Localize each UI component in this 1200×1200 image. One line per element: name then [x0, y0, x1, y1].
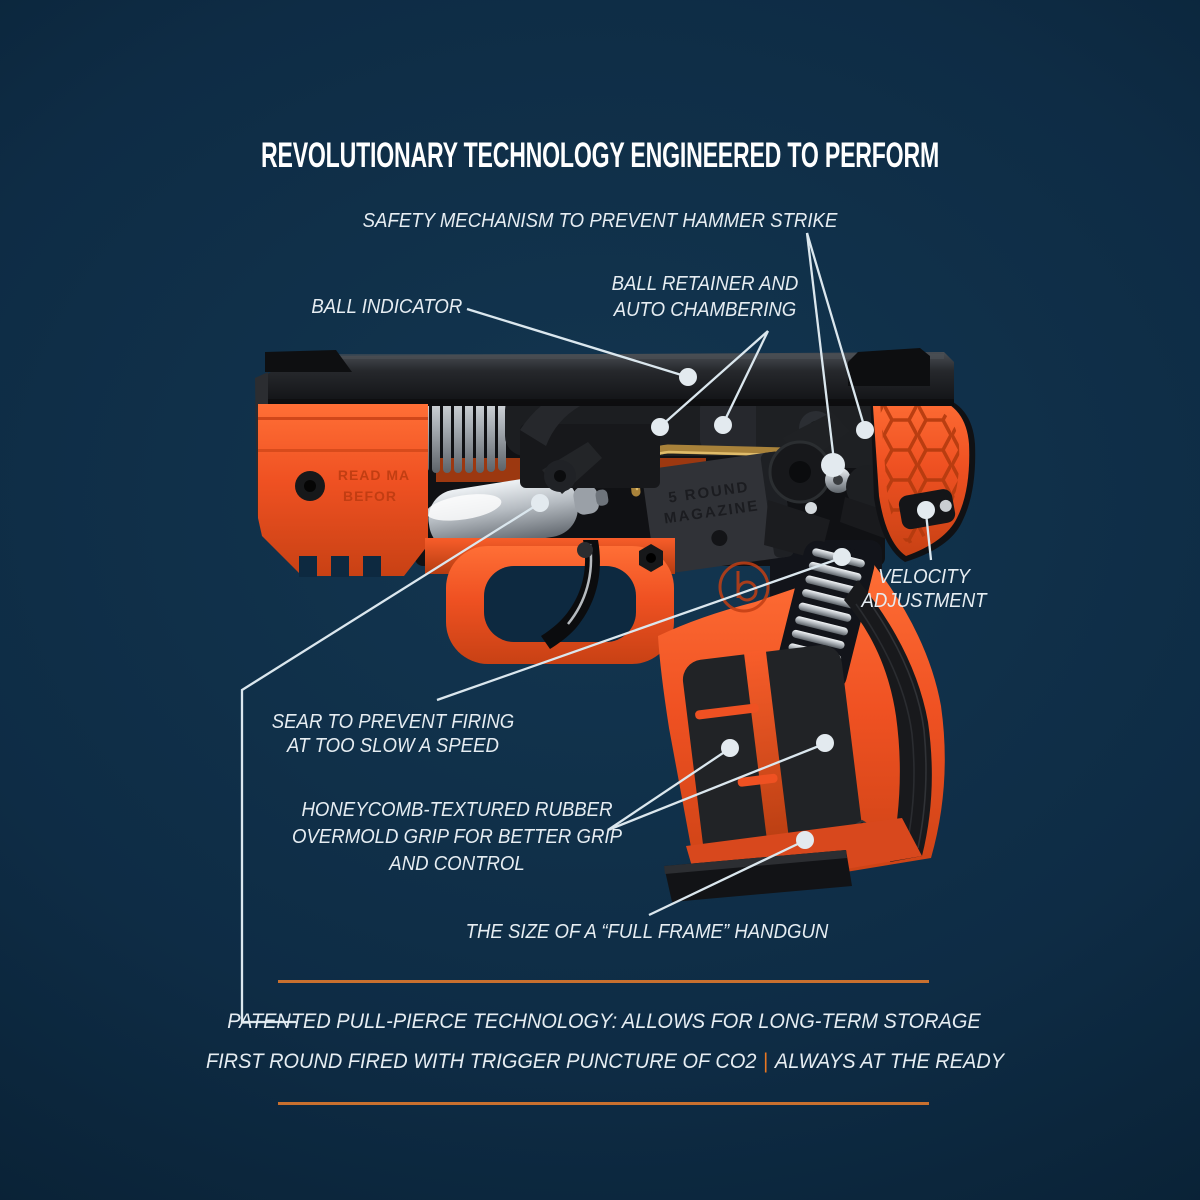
leader-safety-2 [805, 232, 836, 462]
leader-grip-2 [607, 742, 825, 832]
callout-grip: HONEYCOMB-TEXTURED RUBBER OVERMOLD GRIP … [291, 799, 623, 875]
footer-line-1: PATENTED PULL-PIERCE TECHNOLOGY: ALLOWS … [227, 1010, 981, 1033]
leader-size [648, 839, 805, 917]
dot-velocity [917, 501, 935, 519]
pin [805, 502, 817, 514]
footer-divider: | [763, 1050, 769, 1073]
callout-sear: SEAR TO PREVENT FIRING AT TOO SLOW A SPE… [271, 711, 515, 757]
dot-safety-1 [856, 421, 874, 439]
dot-grip-1 [721, 739, 739, 757]
callout-safety: SAFETY MECHANISM TO PREVENT HAMMER STRIK… [362, 210, 838, 232]
leader-sear [436, 556, 842, 702]
dot-ball-retainer-2 [714, 416, 732, 434]
page-title: REVOLUTIONARY TECHNOLOGY ENGINEERED TO P… [261, 136, 939, 175]
frame-embossed-2: BEFOR [343, 488, 397, 504]
dot-size [796, 831, 814, 849]
frame-embossed-1: READ MA [338, 467, 410, 483]
callout-size: THE SIZE OF A “FULL FRAME” HANDGUN [465, 921, 829, 943]
grip-rubber-panel [682, 645, 863, 865]
leader-pull-pierce [240, 502, 541, 1024]
grip-divider [743, 649, 792, 861]
footer-line-2: FIRST ROUND FIRED WITH TRIGGER PUNCTURE … [205, 1050, 1005, 1073]
callout-velocity: VELOCITY ADJUSTMENT [861, 566, 987, 612]
leader-ball-retainer-2 [721, 330, 770, 425]
callout-ball-indicator: BALL INDICATOR [311, 296, 462, 318]
dot-ball-retainer-1 [651, 418, 669, 436]
dot-pull-pierce [531, 494, 549, 512]
leader-velocity [924, 512, 933, 561]
leader-grip-1 [607, 748, 730, 831]
footer-rule-bottom [278, 1102, 929, 1105]
grip-backstrap [844, 580, 932, 862]
grip [658, 489, 956, 902]
callout-ball-retainer: BALL RETAINER AND AUTO CHAMBERING [611, 273, 799, 321]
footer-rule-top [278, 980, 929, 983]
dot-sear [833, 548, 851, 566]
trigger [541, 540, 600, 649]
dot-ball-indicator [679, 368, 697, 386]
accessory-rail-notches [299, 556, 381, 577]
rear-sight [848, 348, 930, 386]
magazine-base [664, 818, 922, 902]
trigger-guard [425, 538, 675, 664]
leader-ball-indicator [466, 307, 689, 379]
front-sight [265, 350, 352, 372]
front-frame: READ MA BEFOR [258, 404, 428, 577]
leader-safety-1 [805, 232, 867, 430]
dot-safety-2 [821, 453, 845, 477]
dot-grip-2 [816, 734, 834, 752]
leader-ball-retainer-1 [660, 330, 769, 427]
